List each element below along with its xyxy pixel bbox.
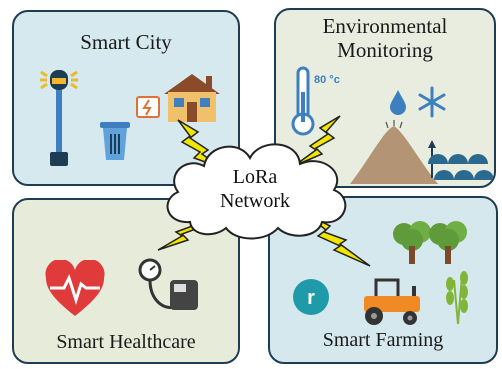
environmental-monitoring-panel: Environmental Monitoring 80 °c [274, 8, 496, 188]
tractor-icon [364, 278, 420, 325]
blood-pressure-monitor-icon [138, 258, 198, 310]
lora-network-cloud [166, 143, 347, 240]
thermometer-reading: 80 °c [314, 74, 340, 86]
street-lamp-icon [40, 70, 78, 166]
environmental-title-line1: Environmental [322, 14, 448, 38]
water-drop-icon [390, 90, 406, 115]
lightning-bolt-icon [305, 213, 371, 267]
cloud-label-line1: LoRa [232, 166, 278, 188]
tree-icon [393, 221, 431, 264]
cloud-label-line2: Network [220, 190, 290, 212]
environmental-monitoring-title: Environmental Monitoring [276, 14, 494, 62]
smart-city-panel: Smart City [12, 10, 240, 186]
smart-healthcare-panel: Smart Healthcare [12, 198, 240, 364]
smart-farming-title: Smart Farming [322, 329, 444, 351]
waves-icon [428, 154, 494, 180]
smart-farming-panel: r Smart Farming [268, 196, 498, 364]
house-icon [164, 74, 220, 122]
svg-text:r: r [307, 287, 315, 309]
smart-city-title: Smart City [80, 30, 172, 54]
sensor-badge-icon: r [293, 279, 329, 315]
smart-healthcare-title: Smart Healthcare [56, 331, 196, 353]
environmental-title-line2: Monitoring [337, 38, 433, 63]
snowflake-icon [418, 86, 446, 118]
trash-bin-icon [100, 122, 130, 160]
heart-pulse-icon [45, 260, 105, 316]
tree-icon [429, 221, 467, 264]
smart-meter-icon [136, 96, 160, 118]
wheat-icon [446, 271, 468, 325]
thermometer-icon [291, 66, 315, 136]
